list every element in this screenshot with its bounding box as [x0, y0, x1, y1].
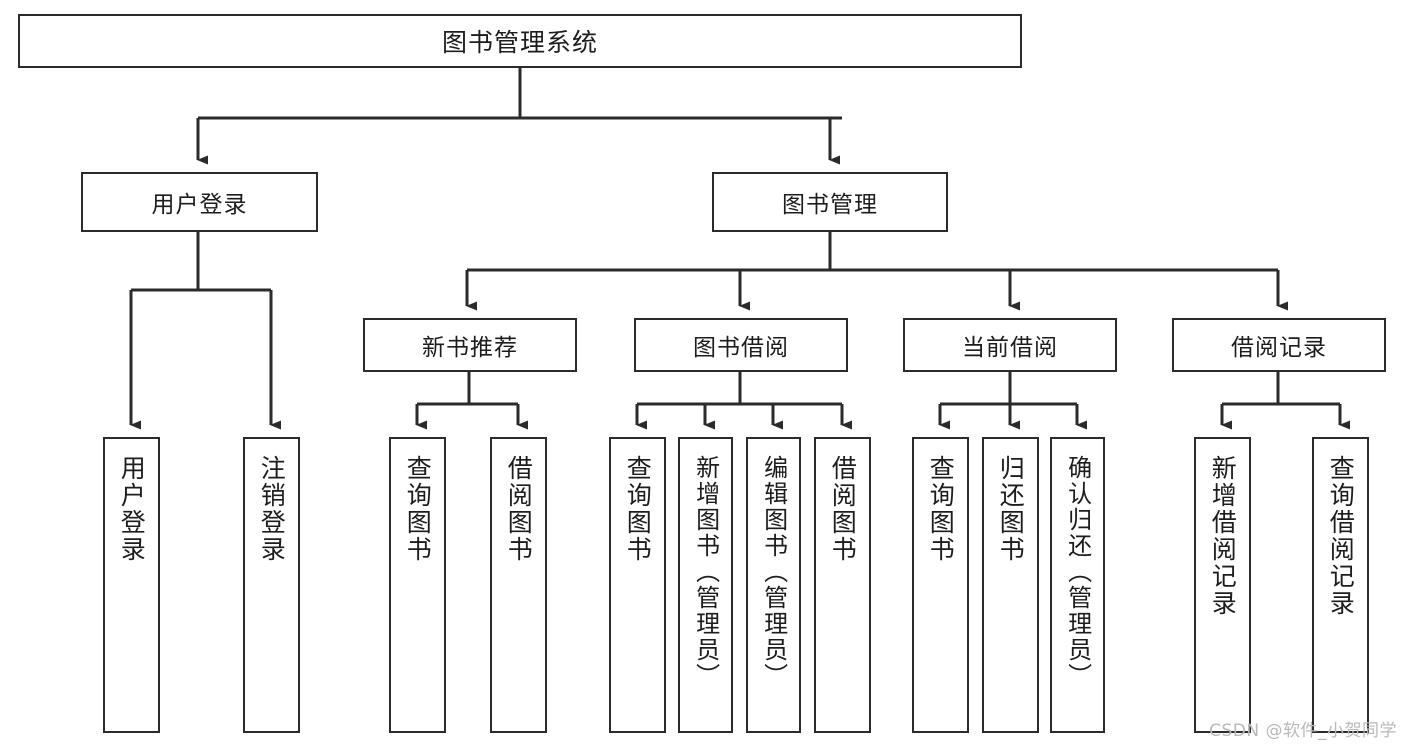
leaf-query-borrow-record[interactable]: 查询借阅记录: [1312, 437, 1369, 733]
csdn-watermark: CSDN @软件_小贺同学: [1209, 721, 1397, 741]
node-label: 图书借阅: [693, 335, 789, 361]
leaf-user-login[interactable]: 用户登录: [103, 437, 160, 733]
node-current-borrow[interactable]: 当前借阅: [903, 318, 1117, 372]
node-borrow-record[interactable]: 借阅记录: [1172, 318, 1386, 372]
node-label: 查询图书: [926, 455, 956, 563]
leaf-add-book-admin[interactable]: 新增图书（管理员）: [678, 437, 733, 733]
leaf-confirm-return-admin[interactable]: 确认归还（管理员）: [1050, 437, 1105, 733]
node-label: 查询借阅记录: [1326, 455, 1356, 617]
node-root-book-management-system[interactable]: 图书管理系统: [18, 14, 1022, 68]
node-label: 图书管理系统: [441, 28, 598, 57]
node-label: 借阅图书: [504, 455, 534, 563]
leaf-return-book[interactable]: 归还图书: [982, 437, 1039, 733]
leaf-query-book-borrow[interactable]: 查询图书: [609, 437, 666, 733]
node-label: 新书推荐: [422, 335, 518, 361]
leaf-borrow-book[interactable]: 借阅图书: [814, 437, 871, 733]
leaf-add-borrow-record[interactable]: 新增借阅记录: [1194, 437, 1251, 733]
node-label: 查询图书: [623, 455, 653, 563]
node-label: 用户登录: [117, 455, 147, 563]
node-label: 新增借阅记录: [1208, 455, 1238, 617]
leaf-query-book-current[interactable]: 查询图书: [912, 437, 969, 733]
node-label: 查询图书: [403, 455, 433, 563]
node-label: 归还图书: [996, 455, 1026, 563]
node-label: 注销登录: [257, 455, 287, 563]
node-book-management[interactable]: 图书管理: [712, 172, 948, 232]
leaf-query-book-recommend[interactable]: 查询图书: [389, 437, 446, 733]
node-label: 编辑图书（管理员）: [759, 455, 788, 689]
leaf-edit-book-admin[interactable]: 编辑图书（管理员）: [746, 437, 801, 733]
node-new-book-recommend[interactable]: 新书推荐: [363, 318, 577, 372]
node-book-borrow[interactable]: 图书借阅: [634, 318, 848, 372]
node-label: 图书管理: [782, 192, 878, 218]
node-label: 用户登录: [151, 192, 248, 218]
node-label: 借阅记录: [1231, 335, 1327, 361]
node-label: 当前借阅: [962, 335, 1058, 361]
node-user-login[interactable]: 用户登录: [81, 172, 318, 232]
node-label: 新增图书（管理员）: [691, 455, 720, 689]
node-label: 借阅图书: [828, 455, 858, 563]
leaf-borrow-book-recommend[interactable]: 借阅图书: [490, 437, 547, 733]
node-label: 确认归还（管理员）: [1063, 455, 1092, 689]
leaf-logout[interactable]: 注销登录: [243, 437, 300, 733]
